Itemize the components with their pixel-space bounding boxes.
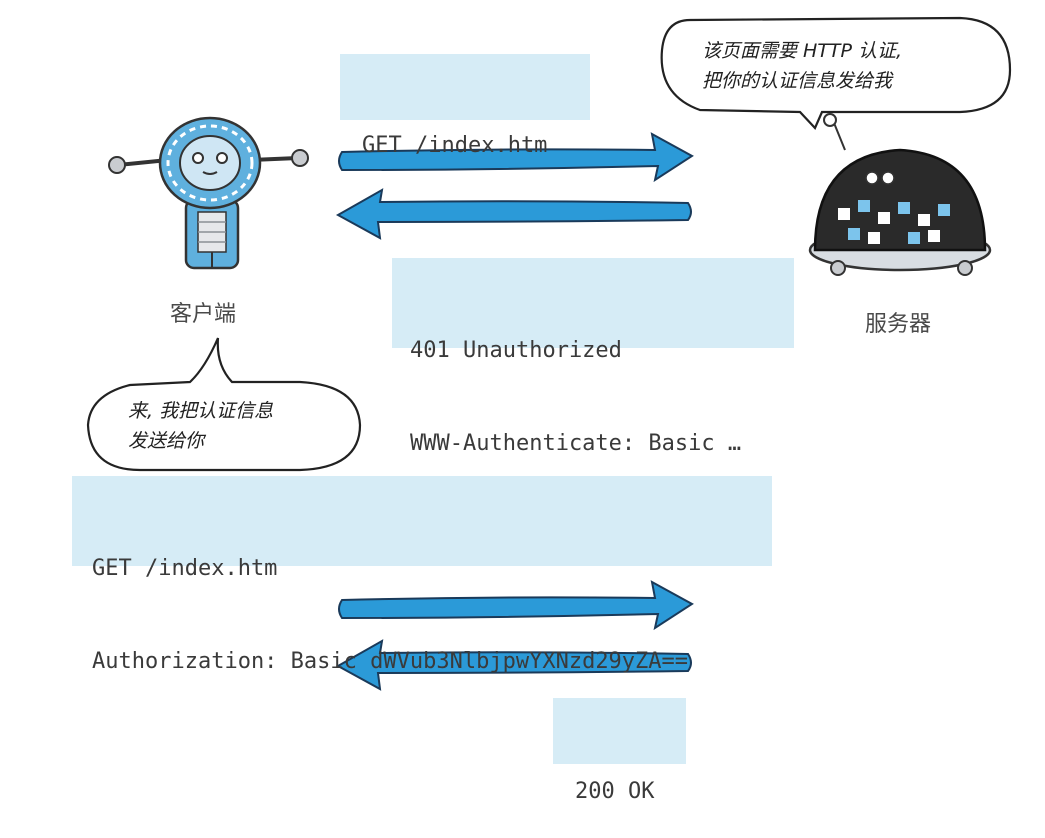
server-speech-bubble (660, 16, 1012, 130)
request-1-line: GET /index.htm (362, 133, 548, 158)
diagram-graphics (86, 16, 1012, 691)
arrow-request-2 (338, 580, 694, 631)
server-speech-text: 该页面需要 HTTP 认证, 把你的认证信息发给我 (702, 36, 902, 96)
client-label: 客户端 (170, 302, 237, 327)
response-1-status-line: 401 Unauthorized (410, 338, 622, 363)
server-speech-line-1: 该页面需要 HTTP 认证, (702, 40, 903, 62)
response-1-box: 401 Unauthorized WWW-Authenticate: Basic… (392, 258, 794, 456)
server-robot-icon (808, 113, 992, 276)
response-1-header-line: WWW-Authenticate: Basic … (410, 431, 742, 456)
client-speech-line-2: 发送给你 (128, 430, 205, 452)
arrow-response-1 (335, 188, 692, 240)
request-2-box: GET /index.htm Authorization: Basic dWVu… (72, 476, 772, 674)
request-1-box: GET /index.htm (340, 54, 590, 158)
arrow-request-1 (338, 132, 694, 183)
response-2-box: 200 OK (553, 698, 686, 804)
arrow-response-2 (335, 639, 692, 691)
request-2-authorization-line: Authorization: Basic dWVub3NlbjpwYXNzd29… (92, 649, 689, 674)
client-speech-text: 来, 我把认证信息 发送给你 (128, 396, 273, 456)
request-2-request-line: GET /index.htm (92, 556, 278, 581)
client-speech-line-1: 来, 我把认证信息 (128, 400, 274, 422)
response-2-status-line: 200 OK (575, 779, 655, 804)
client-speech-bubble (86, 337, 362, 472)
client-robot-icon (108, 116, 309, 270)
server-label: 服务器 (865, 312, 932, 337)
server-speech-line-2: 把你的认证信息发给我 (702, 70, 893, 92)
